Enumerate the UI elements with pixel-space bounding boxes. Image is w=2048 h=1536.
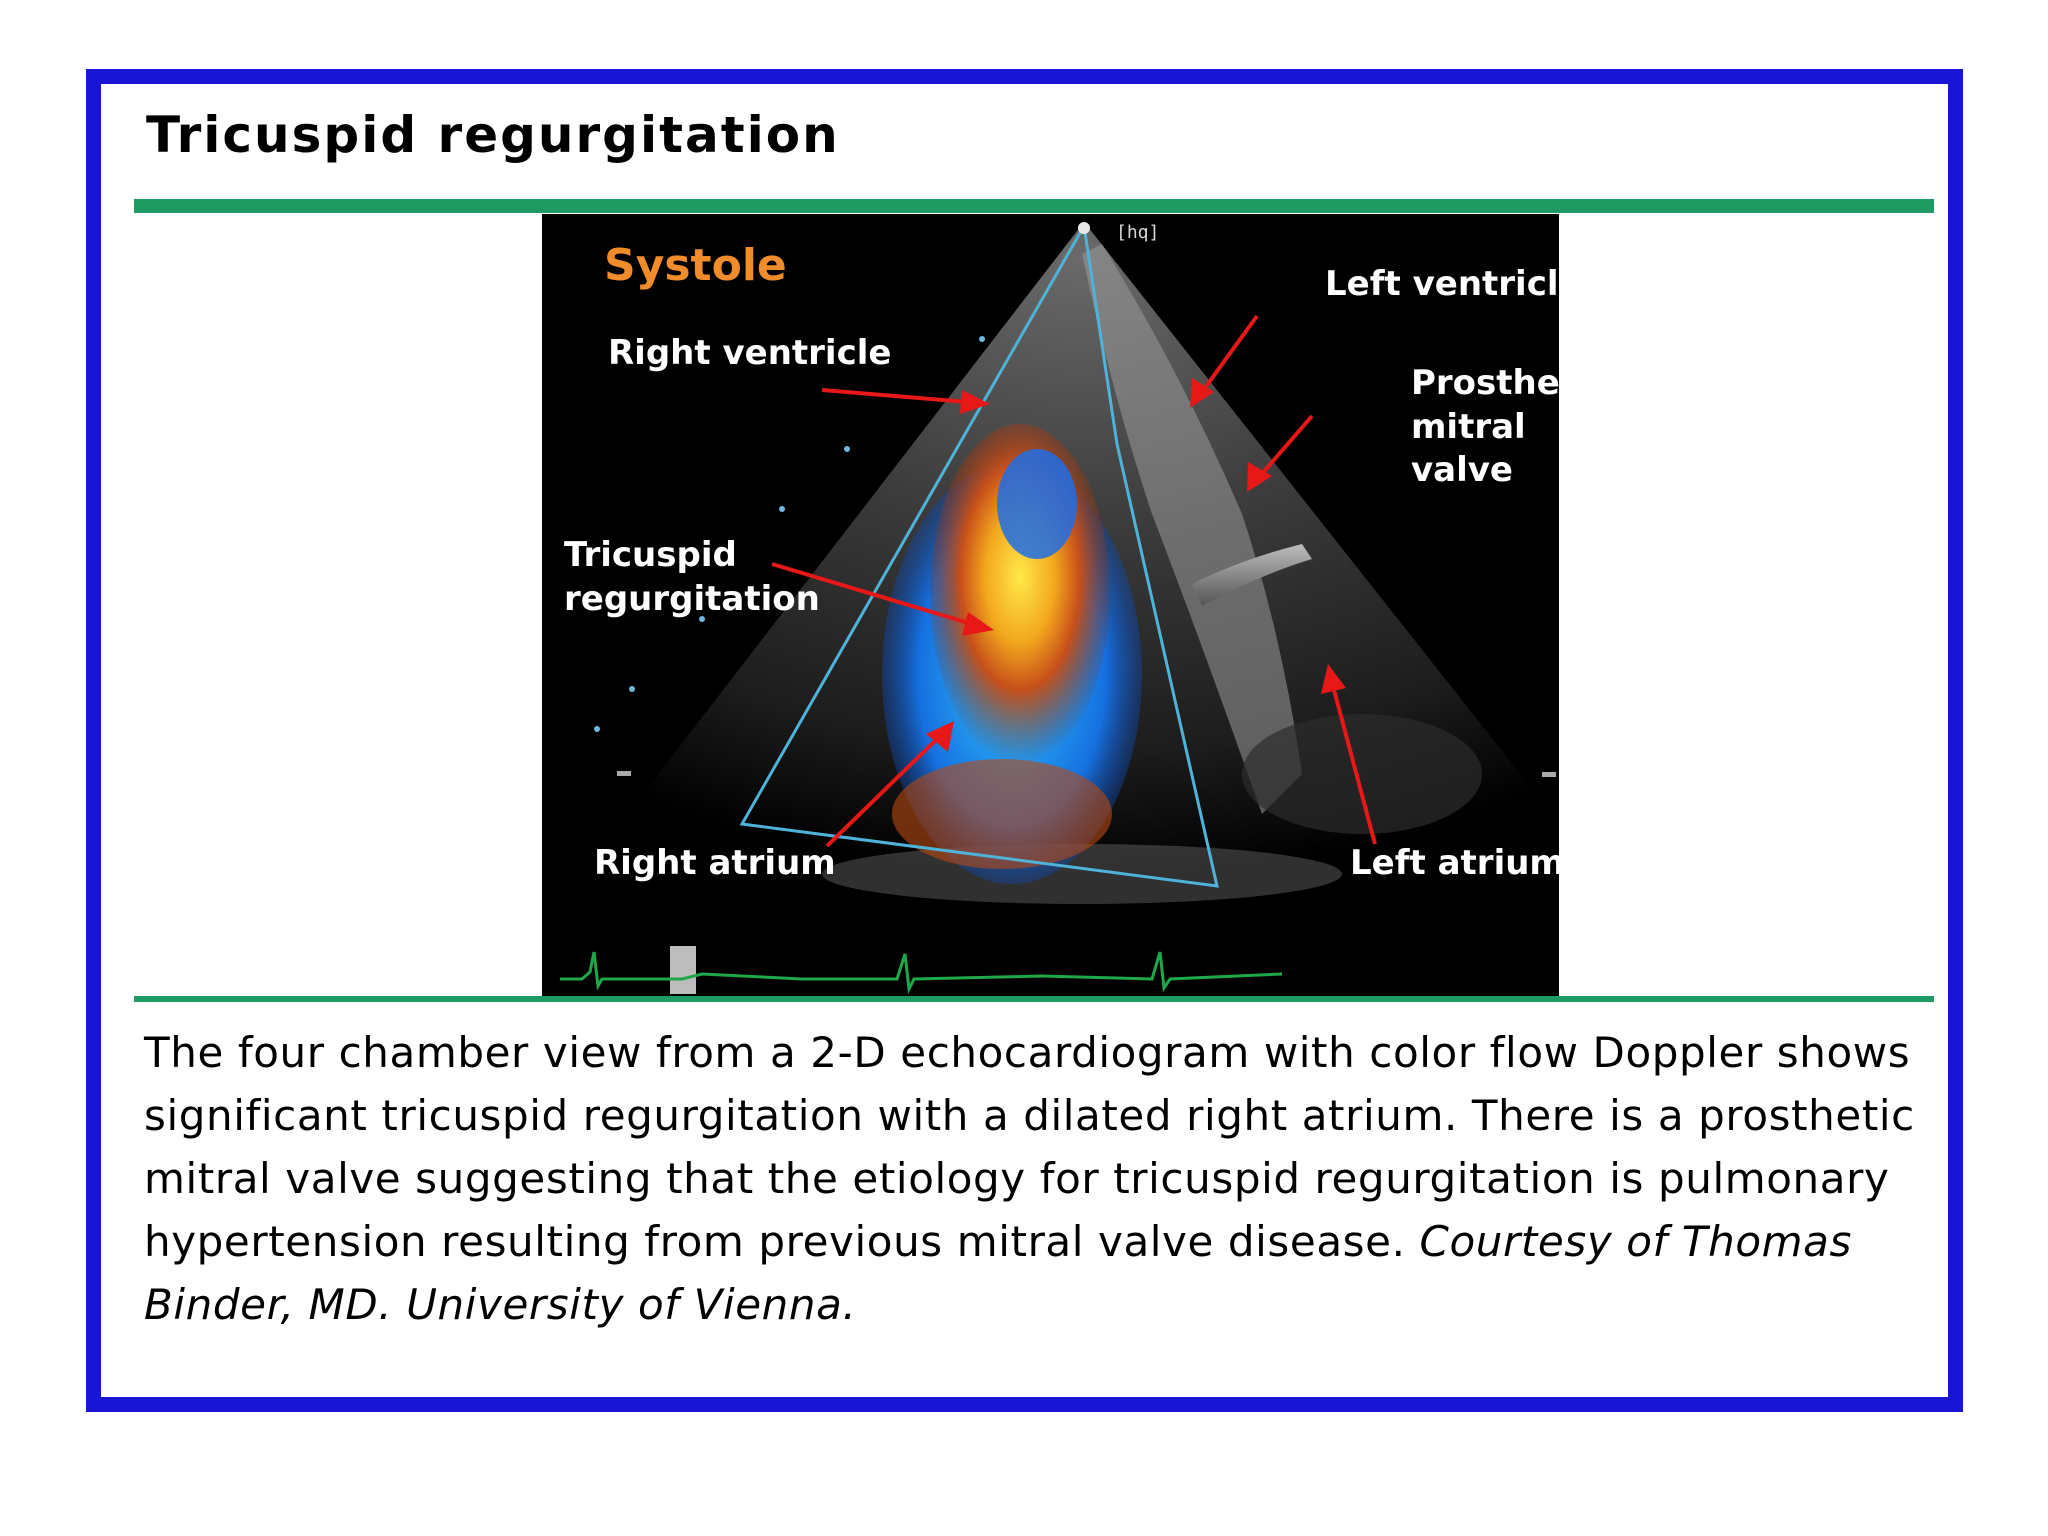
caption-divider (134, 996, 1934, 1002)
probe-tag: [hq] (1116, 222, 1159, 243)
title-divider (134, 199, 1934, 213)
caption-body: The four chamber view from a 2-D echocar… (144, 1028, 1915, 1266)
left-atrium-label: Left atrium (1350, 843, 1559, 883)
arrow-right-atrium (825, 721, 954, 848)
ecg-trace (560, 951, 1283, 995)
arrow-right-ventricle (821, 388, 990, 414)
slide-title: Tricuspid regurgitation (146, 106, 840, 164)
slide-frame: Tricuspid regurgitation (86, 69, 1963, 1412)
left-ventricle-label: Left ventricle (1325, 264, 1559, 304)
color-doppler-box (739, 221, 1219, 888)
arrow-left-ventricle (1190, 314, 1259, 408)
arrow-left-atrium (1321, 664, 1377, 845)
tricuspid-regurgitation-label-line1: Tricuspid (564, 535, 737, 575)
caption-credit: Courtesy of Thomas Binder, MD. Universit… (144, 1217, 1852, 1329)
prosthetic-mitral-valve-label-line1: Prosthetic (1411, 363, 1559, 403)
prosthetic-mitral-valve-label-line3: valve (1411, 450, 1513, 490)
prosthetic-mitral-valve-label-line2: mitral (1411, 407, 1526, 447)
right-atrium-label: Right atrium (594, 843, 836, 883)
ecg-cursor (670, 946, 696, 994)
tricuspid-regurgitation-label-line2: regurgitation (564, 579, 820, 619)
echocardiogram-image: Systole [hq] Left ventricle Right ventri… (542, 214, 1559, 996)
right-ventricle-label: Right ventricle (608, 333, 891, 373)
arrow-tricuspid-regurgitation (771, 562, 994, 636)
arrow-prosthetic-mitral-valve (1247, 414, 1314, 492)
systole-label: Systole (604, 240, 787, 291)
figure-caption: The four chamber view from a 2-D echocar… (144, 1021, 1934, 1336)
